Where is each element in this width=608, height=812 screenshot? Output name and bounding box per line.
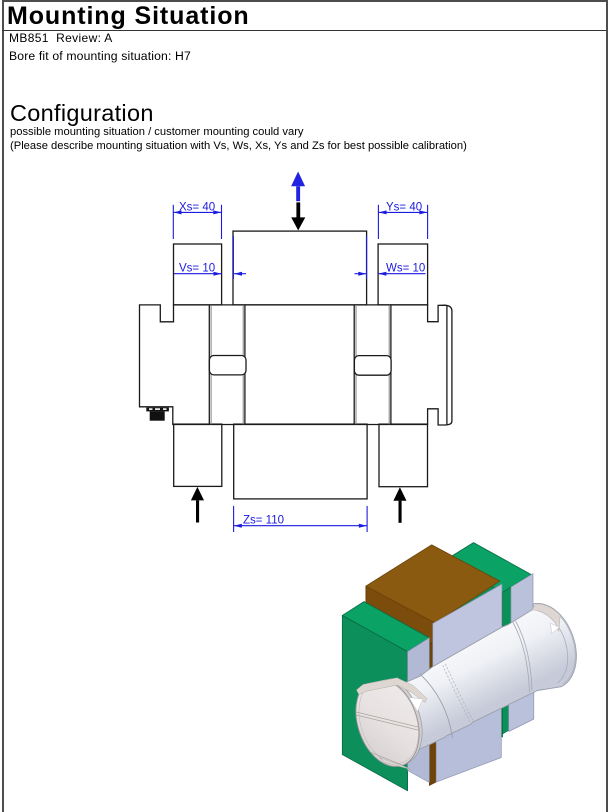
svg-text:Ys= 40: Ys= 40 xyxy=(386,202,422,214)
svg-text:Ws= 10: Ws= 10 xyxy=(386,263,425,275)
svg-text:Xs= 40: Xs= 40 xyxy=(179,202,215,214)
svg-text:Vs= 10: Vs= 10 xyxy=(179,263,215,275)
svg-text:Zs= 110: Zs= 110 xyxy=(243,515,284,527)
